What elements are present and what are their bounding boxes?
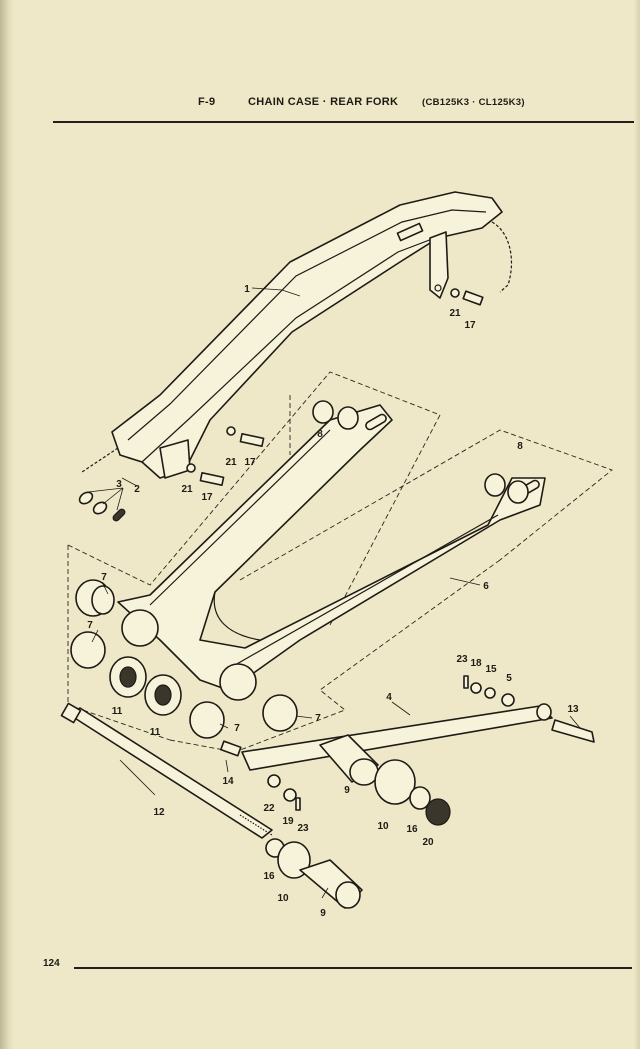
callout-15: 15: [485, 664, 497, 675]
callout-17c: 17: [201, 492, 213, 503]
case-mounting-bolts: [186, 288, 484, 486]
callout-23a: 23: [456, 654, 468, 665]
brake-stopper-arm: [220, 675, 595, 826]
callout-21b: 21: [225, 457, 237, 468]
callout-7b: 7: [87, 620, 93, 631]
callout-7d: 7: [315, 713, 321, 724]
model-list: (CB125K3 · CL125K3): [422, 97, 525, 108]
page-header: F-9 CHAIN CASE · REAR FORK (CB125K3 · CL…: [0, 96, 640, 112]
section-code: F-9: [198, 96, 216, 108]
callout-23b: 23: [297, 823, 309, 834]
callout-6: 6: [483, 581, 489, 592]
callout-11b: 11: [150, 727, 161, 738]
lower-pivot-collar: [265, 838, 363, 909]
callout-11a: 11: [112, 706, 123, 717]
header-rule: [53, 121, 634, 123]
callout-12: 12: [153, 807, 165, 818]
callout-5: 5: [506, 673, 512, 684]
callout-16a: 16: [406, 824, 418, 835]
callout-2: 2: [134, 484, 140, 495]
callout-22: 22: [263, 803, 275, 814]
callout-8b: 8: [517, 441, 523, 452]
callout-7c: 7: [234, 723, 240, 734]
part-callout-labels: 1 2 3 4 5 6 7 7 7 7 8 8 9 9 10 10 11 11 …: [87, 284, 579, 919]
callout-13: 13: [567, 704, 579, 715]
callout-9a: 9: [344, 785, 350, 796]
callout-7a: 7: [101, 572, 107, 583]
callout-8a: 8: [317, 429, 323, 440]
callout-21c: 21: [181, 484, 193, 495]
callout-10a: 10: [377, 821, 389, 832]
pivot-bolt: [60, 702, 273, 839]
callout-17b: 17: [244, 457, 256, 468]
chain-case: [111, 191, 503, 479]
footer-rule: [74, 967, 632, 969]
callout-10b: 10: [277, 893, 289, 904]
page-binding-edge: [0, 0, 14, 1049]
callout-16b: 16: [263, 871, 275, 882]
drive-chain-segment: [81, 221, 513, 473]
section-title: CHAIN CASE · REAR FORK: [248, 96, 399, 108]
callout-4: 4: [386, 692, 392, 703]
callout-20: 20: [422, 837, 434, 848]
callout-14: 14: [222, 776, 234, 787]
chain-joint-parts: [78, 491, 126, 522]
callout-3: 3: [116, 479, 122, 490]
callout-19: 19: [282, 816, 294, 827]
callout-9b: 9: [320, 908, 326, 919]
callout-18: 18: [470, 658, 482, 669]
page-number: 124: [43, 958, 60, 969]
callout-17a: 17: [464, 320, 476, 331]
callout-leader-lines: [87, 287, 581, 899]
callout-21a: 21: [449, 308, 461, 319]
pivot-bushings: [70, 400, 529, 739]
page-right-edge: [634, 0, 640, 1049]
callout-1: 1: [244, 284, 250, 295]
